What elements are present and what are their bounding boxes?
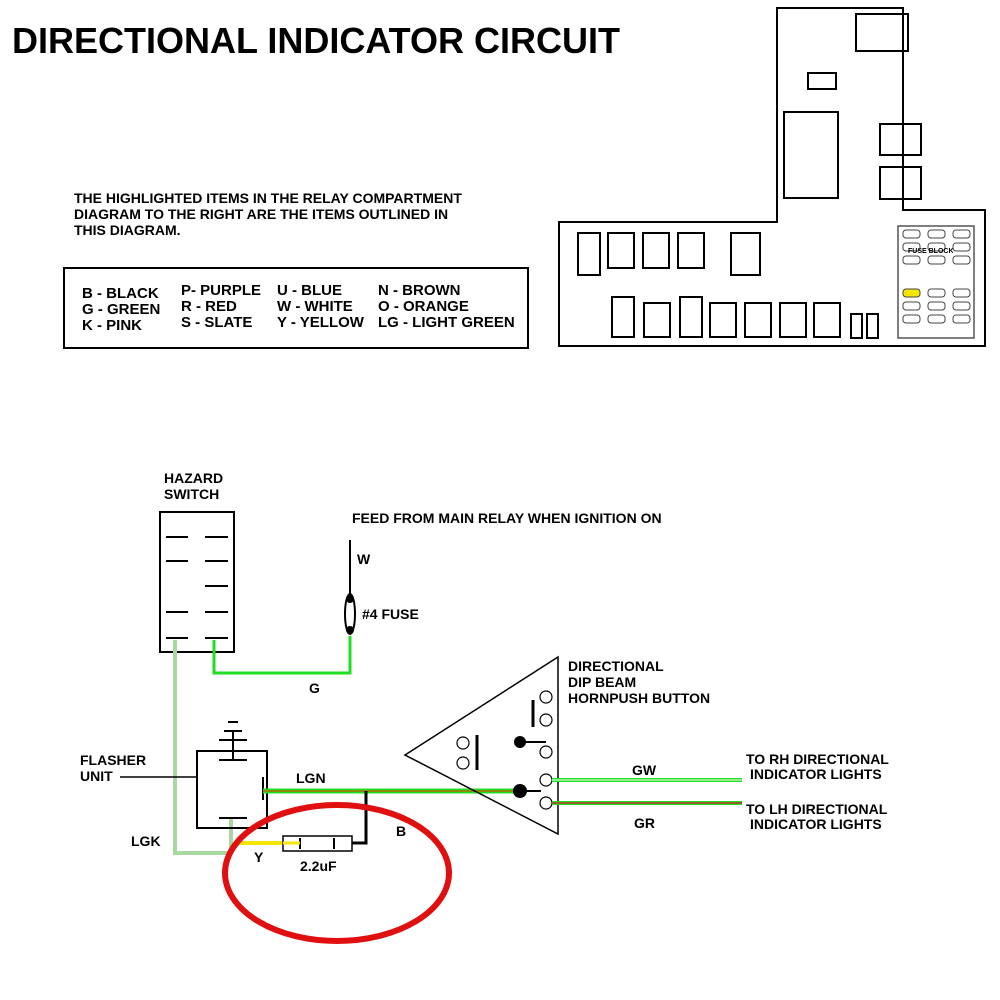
fuse-block-label: FUSE BLOCK bbox=[908, 248, 954, 255]
color-legend: B - BLACK G - GREEN K - PINK P- PURPLE R… bbox=[63, 267, 529, 349]
legend-black: B - BLACK bbox=[82, 285, 159, 302]
relay-box bbox=[730, 232, 761, 276]
lgk-wire bbox=[173, 640, 233, 855]
fuse bbox=[927, 301, 946, 311]
relay-box bbox=[607, 232, 635, 269]
fuse bbox=[952, 288, 971, 298]
relay-box bbox=[850, 313, 863, 339]
flasher-unit bbox=[196, 721, 268, 829]
ground-icon bbox=[219, 721, 247, 760]
rh-label-1: TO RH DIRECTIONAL bbox=[746, 751, 889, 767]
legend-light-green: LG - LIGHT GREEN bbox=[378, 314, 515, 331]
note-line-1: THE HIGHLIGHTED ITEMS IN THE RELAY COMPA… bbox=[74, 190, 462, 206]
fuse bbox=[902, 301, 921, 311]
relay-box bbox=[744, 302, 772, 338]
fuse bbox=[927, 242, 946, 252]
fuse bbox=[952, 314, 971, 324]
flasher-label-1: FLASHER bbox=[80, 752, 146, 768]
fuse bbox=[902, 314, 921, 324]
fuse bbox=[952, 229, 971, 239]
fuse-label: #4 FUSE bbox=[362, 606, 419, 622]
flasher-label-2: UNIT bbox=[80, 768, 113, 784]
relay-box bbox=[642, 232, 670, 269]
relay-box bbox=[611, 296, 635, 338]
legend-purple: P- PURPLE bbox=[181, 282, 261, 299]
fuse-4 bbox=[344, 593, 356, 635]
flasher-body bbox=[196, 750, 268, 829]
page-title: DIRECTIONAL INDICATOR CIRCUIT bbox=[12, 20, 620, 61]
relay-box bbox=[679, 296, 703, 338]
relay-box bbox=[643, 302, 671, 338]
relay-box bbox=[783, 111, 839, 199]
note-line-3: THIS DIAGRAM. bbox=[74, 222, 181, 238]
relay-box bbox=[677, 232, 705, 269]
hazard-switch bbox=[159, 511, 235, 653]
highlight-ellipse bbox=[222, 802, 452, 944]
legend-box bbox=[63, 267, 529, 349]
relay-box bbox=[879, 166, 922, 200]
w-wire-label: W bbox=[357, 551, 371, 567]
fuse-block: FUSE BLOCK bbox=[897, 225, 975, 339]
y-wire-label: Y bbox=[254, 849, 264, 865]
feed-label: FEED FROM MAIN RELAY WHEN IGNITION ON bbox=[352, 510, 662, 526]
capacitor bbox=[282, 835, 353, 852]
rh-label-2: INDICATOR LIGHTS bbox=[750, 766, 882, 782]
relay-box bbox=[709, 302, 737, 338]
fuse bbox=[927, 314, 946, 324]
fuse-block-outline bbox=[897, 225, 975, 339]
relay-box bbox=[807, 72, 837, 90]
legend-pink: K - PINK bbox=[82, 317, 142, 334]
relay-box bbox=[779, 302, 807, 338]
b-wire-label: B bbox=[396, 823, 406, 839]
legend-yellow: Y - YELLOW bbox=[277, 314, 365, 331]
highlighted-fuse bbox=[902, 288, 921, 298]
hazard-switch-label-1: HAZARD bbox=[164, 470, 223, 486]
hazard-switch-contacts bbox=[166, 536, 228, 639]
fuse bbox=[927, 229, 946, 239]
capacitor-label: 2.2uF bbox=[300, 858, 337, 874]
note-line-2: DIAGRAM TO THE RIGHT ARE THE ITEMS OUTLI… bbox=[74, 206, 448, 222]
fuse bbox=[902, 255, 921, 265]
hazard-switch-body bbox=[159, 511, 235, 653]
gw-wire-label: GW bbox=[632, 762, 657, 778]
relay-box bbox=[879, 123, 922, 156]
hazard-switch-label-2: SWITCH bbox=[164, 486, 219, 502]
directional-label-2: DIP BEAM bbox=[568, 674, 636, 690]
fuse bbox=[952, 242, 971, 252]
fuse bbox=[952, 301, 971, 311]
relay-box bbox=[577, 232, 601, 276]
lh-label-1: TO LH DIRECTIONAL bbox=[746, 801, 888, 817]
relay-compartment-diagram: FUSE BLOCK bbox=[558, 7, 986, 347]
fuse bbox=[927, 255, 946, 265]
g-wire bbox=[212, 636, 352, 675]
relay-box bbox=[813, 302, 841, 338]
b-wire bbox=[352, 791, 368, 845]
lgk-wire-label: LGK bbox=[131, 833, 161, 849]
legend-brown: N - BROWN bbox=[378, 282, 461, 299]
legend-blue: U - BLUE bbox=[277, 282, 342, 299]
directional-label-3: HORNPUSH BUTTON bbox=[568, 690, 710, 706]
legend-slate: S - SLATE bbox=[181, 314, 252, 331]
fuse bbox=[952, 255, 971, 265]
directional-label-1: DIRECTIONAL bbox=[568, 658, 664, 674]
legend-white: W - WHITE bbox=[277, 298, 353, 315]
fuse bbox=[902, 242, 921, 252]
legend-red: R - RED bbox=[181, 298, 237, 315]
directional-switch-body bbox=[403, 655, 559, 836]
legend-orange: O - ORANGE bbox=[378, 298, 469, 315]
lh-label-2: INDICATOR LIGHTS bbox=[750, 816, 882, 832]
relay-box bbox=[855, 13, 909, 52]
gr-wire-label: GR bbox=[634, 815, 655, 831]
relay-compartment-outline bbox=[558, 7, 986, 347]
fuse bbox=[902, 229, 921, 239]
relay-box bbox=[866, 313, 879, 339]
legend-green: G - GREEN bbox=[82, 301, 160, 318]
directional-switch bbox=[403, 655, 559, 836]
lgn-wire-label: LGN bbox=[296, 770, 326, 786]
fuse bbox=[927, 288, 946, 298]
g-wire-label: G bbox=[309, 680, 320, 696]
